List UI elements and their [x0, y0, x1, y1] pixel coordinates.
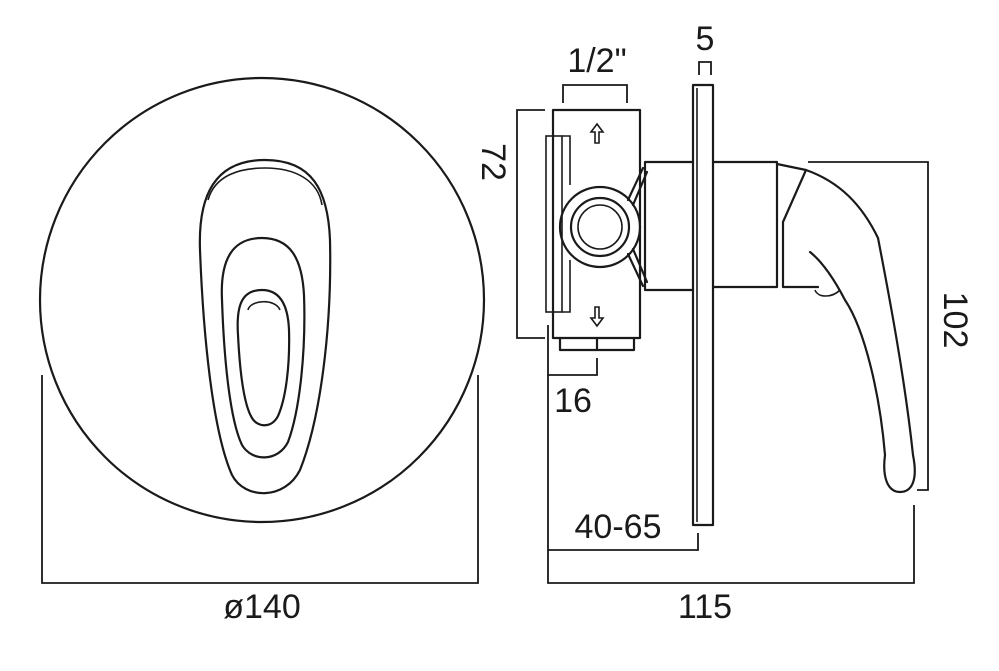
valve-bottom-cap — [558, 336, 636, 352]
valve-inner-ring — [577, 204, 623, 250]
handle-middle-outline — [220, 236, 306, 459]
connection-dimension: 1/2" — [562, 42, 628, 103]
diameter-label: ø140 — [223, 588, 301, 626]
cover-plate-side — [691, 83, 715, 527]
handle-under-lip — [814, 289, 841, 297]
valve-body — [551, 108, 642, 340]
handle-height-label: 102 — [936, 292, 974, 349]
diameter-dimension: ø140 — [41, 375, 479, 626]
front-view — [38, 76, 486, 524]
body-height-dimension: 72 — [474, 109, 545, 339]
handle-inner-outline — [236, 288, 291, 427]
valve-side-flange — [545, 135, 563, 313]
valve-sleeve — [643, 160, 779, 292]
handle-top-rim — [207, 167, 323, 206]
cover-plate-outline — [38, 76, 486, 524]
offset-dimension: 16 — [547, 325, 598, 420]
overall-depth-dimension: 115 — [547, 505, 915, 626]
plate-thickness-label: 5 — [696, 20, 715, 58]
handle-wedge — [781, 168, 820, 289]
wall-depth-label: 40-65 — [575, 508, 662, 546]
side-view — [545, 83, 916, 527]
connection-label: 1/2" — [567, 42, 626, 80]
handle-height-dimension: 102 — [808, 161, 974, 491]
plate-thickness-dimension: 5 — [696, 20, 715, 75]
handle-outer-outline — [198, 158, 332, 495]
overall-depth-label: 115 — [678, 588, 732, 626]
wall-depth-dimension: 40-65 — [547, 375, 699, 551]
arrow-down-icon — [589, 306, 605, 328]
lever-handle — [775, 162, 916, 494]
valve-middle-ring — [569, 196, 631, 258]
valve-lugs — [626, 166, 649, 288]
body-height-label: 72 — [474, 143, 512, 181]
offset-label: 16 — [554, 382, 592, 420]
arrow-up-icon — [589, 122, 605, 144]
handle-inner-highlight — [247, 300, 281, 311]
valve-outer-ring — [558, 185, 642, 269]
